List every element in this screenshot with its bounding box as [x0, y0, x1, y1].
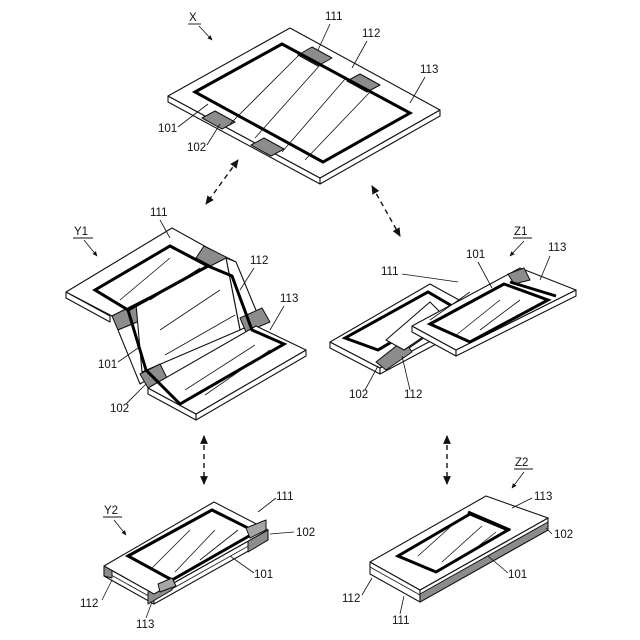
y2-label-113: 113 — [136, 619, 154, 631]
y1-label-111: 111 — [150, 207, 167, 219]
z2-label-102: 102 — [554, 529, 573, 541]
z2-label-101: 101 — [508, 569, 527, 581]
z1-label-111: 111 — [381, 266, 398, 278]
y2-label-112: 112 — [80, 598, 98, 610]
z1-label-101: 101 — [466, 249, 485, 261]
state-y1-folding: Y1 111 112 113 101 102 — [66, 207, 306, 420]
state-x-unfolded: X 111 112 113 101 102 — [158, 11, 440, 184]
state-z2-folded: Z2 113 102 101 112 111 — [342, 457, 573, 627]
arrow-x-y1 — [206, 160, 238, 204]
y1-label-102: 102 — [110, 403, 129, 415]
z2-label-112: 112 — [342, 593, 360, 605]
x-label-111: 111 — [325, 11, 342, 23]
z2-label-111: 111 — [392, 615, 409, 627]
z1-label-112: 112 — [404, 389, 422, 401]
x-label-112: 112 — [362, 28, 380, 40]
state-z1-label: Z1 — [514, 226, 527, 238]
y1-label-101: 101 — [98, 359, 117, 371]
y1-label-112: 112 — [250, 255, 268, 267]
z1-label-113: 113 — [548, 242, 566, 254]
state-y1-label: Y1 — [74, 226, 88, 238]
y2-label-111: 111 — [276, 491, 293, 503]
x-label-113: 113 — [420, 64, 438, 76]
z2-label-113: 113 — [534, 491, 552, 503]
arrow-x-z1 — [372, 186, 400, 236]
state-x-label: X — [189, 12, 197, 24]
x-label-102: 102 — [187, 142, 206, 154]
y2-label-101: 101 — [254, 569, 273, 581]
z1-label-102: 102 — [349, 389, 368, 401]
state-y2-label: Y2 — [104, 505, 118, 517]
state-y2-folded: Y2 111 102 101 112 113 — [80, 491, 315, 631]
x-label-101: 101 — [158, 123, 177, 135]
state-z1-folding: Z1 101 113 111 102 112 — [330, 226, 576, 401]
y1-label-113: 113 — [280, 293, 298, 305]
y2-label-102: 102 — [296, 527, 315, 539]
state-z2-label: Z2 — [515, 457, 528, 469]
